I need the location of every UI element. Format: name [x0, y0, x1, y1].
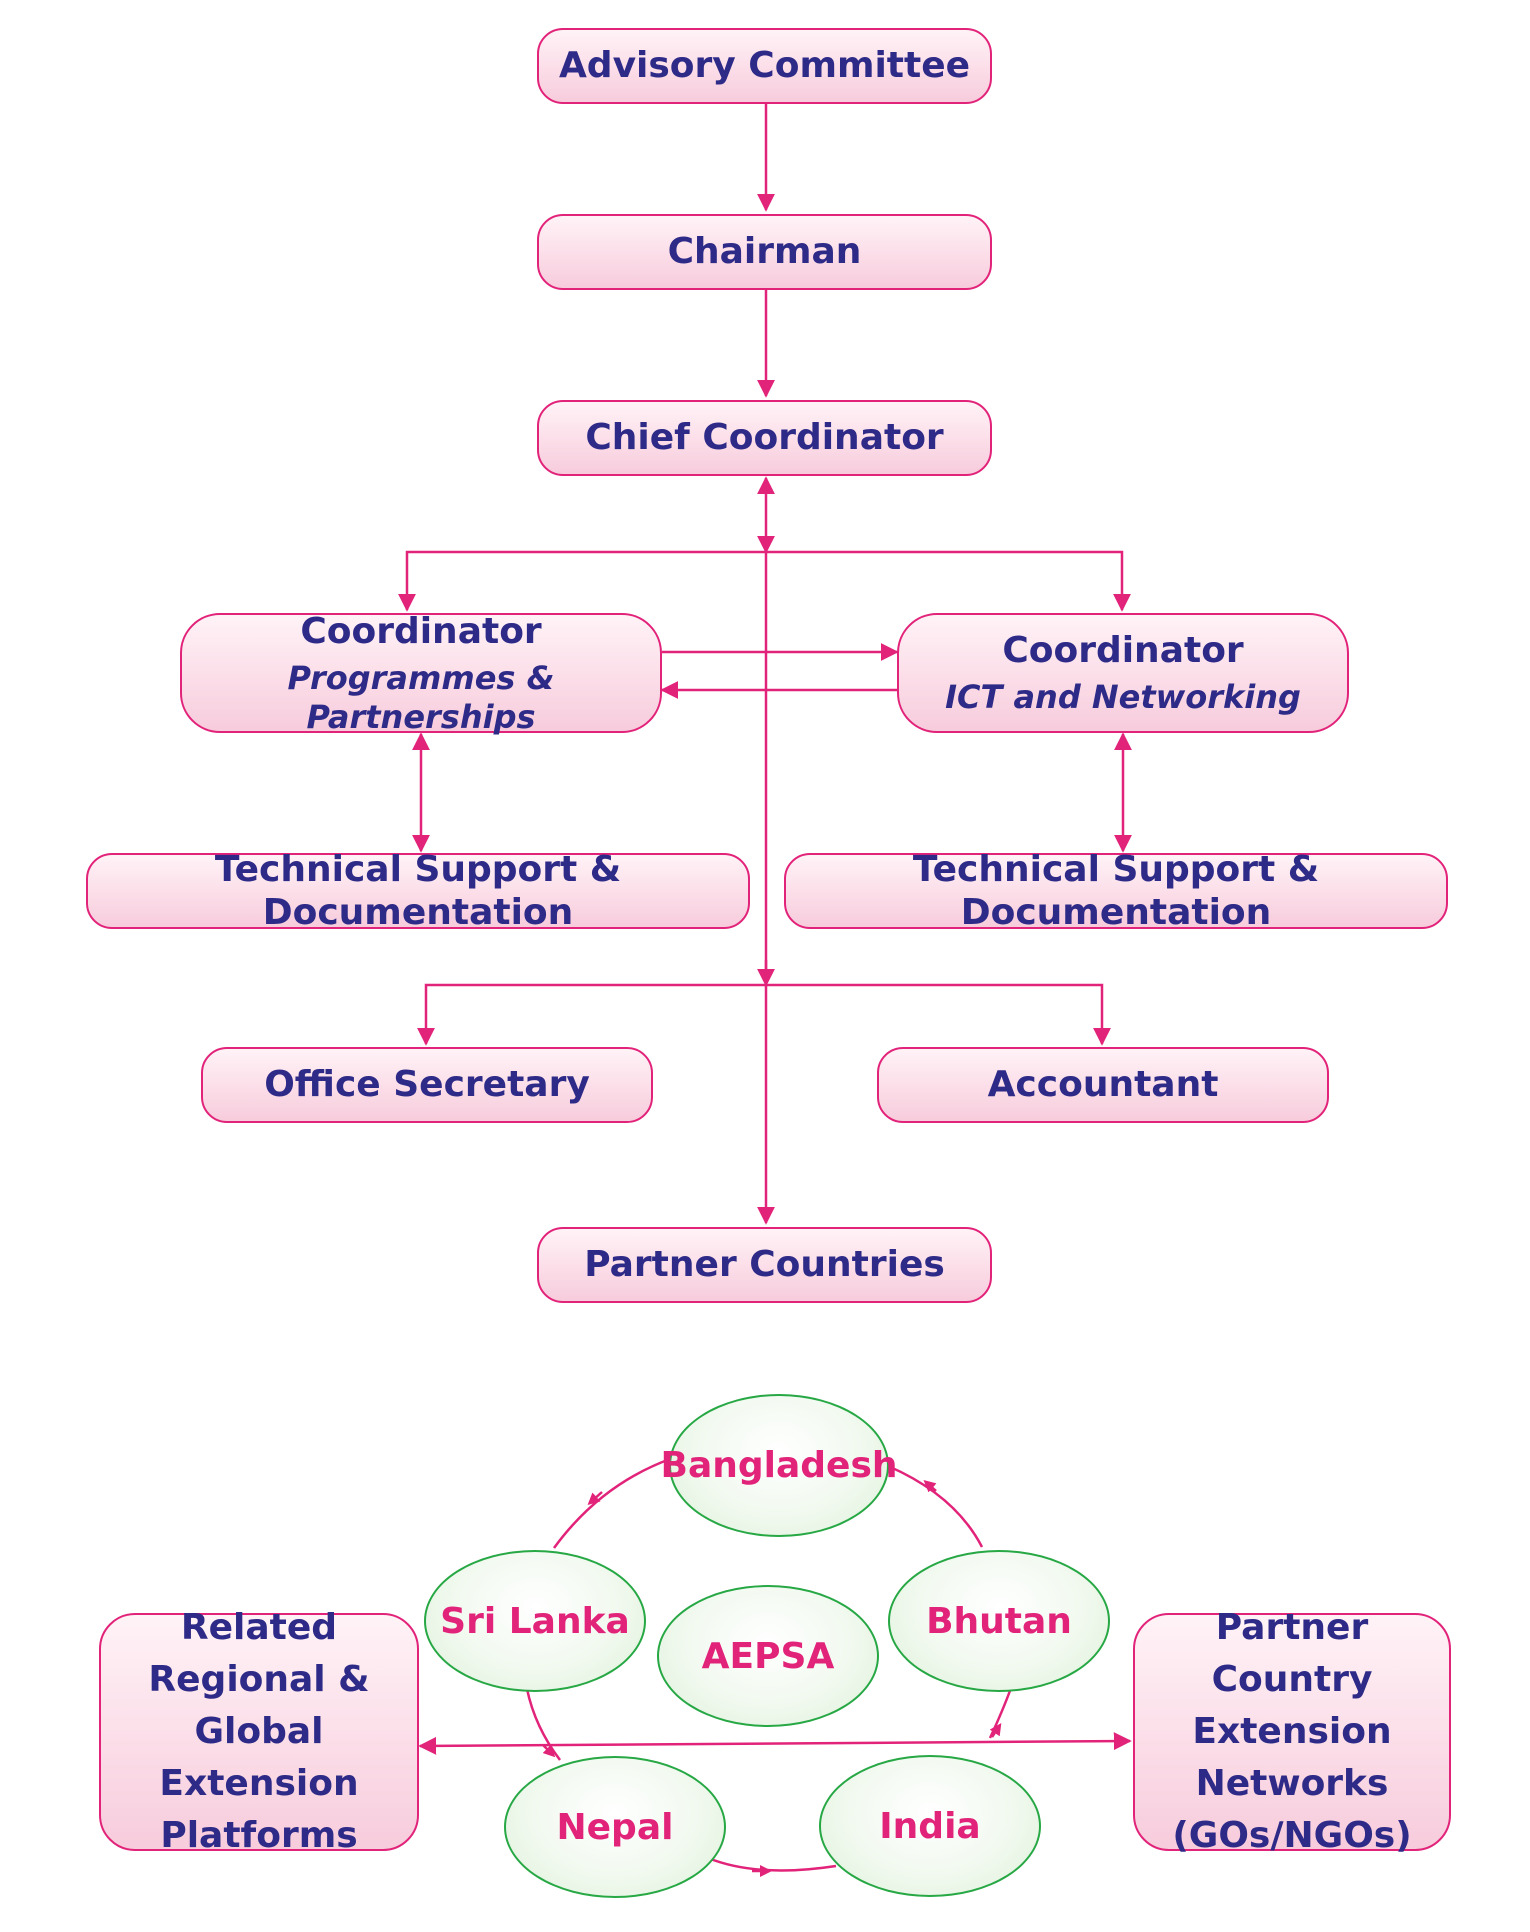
cycle-nepal-india	[707, 1856, 837, 1872]
cycle-arrow-5	[923, 1480, 937, 1493]
oval-sri-lanka: Sri Lanka	[424, 1550, 646, 1692]
cycle-bhutan-bangladesh	[887, 1464, 984, 1548]
coordinator-ict-title: Coordinator	[1002, 630, 1244, 672]
accountant-box: Accountant	[877, 1047, 1329, 1123]
branch-to-coordinator-left	[398, 550, 766, 612]
partner-country-networks-box: Partner Country Extension Networks (GOs/…	[1133, 1607, 1451, 1856]
chairman-label: Chairman	[667, 231, 862, 273]
arrow-left-right-platforms	[418, 1732, 1132, 1755]
oval-bangladesh: Bangladesh	[661, 1394, 898, 1537]
oval-nepal-label: Nepal	[556, 1806, 674, 1848]
cycle-india-bhutan	[988, 1687, 1013, 1739]
partner-countries-box: Partner Countries	[537, 1227, 992, 1303]
oval-india: India	[819, 1755, 1041, 1897]
office-secretary-box: Office Secretary	[201, 1047, 653, 1123]
chief-coordinator-box: Chief Coordinator	[537, 400, 992, 476]
partner-networks-line-4: (GOs/NGOs)	[1172, 1815, 1412, 1857]
regional-platforms-line-4: Platforms	[160, 1815, 358, 1857]
partner-networks-line-3: Networks	[1195, 1763, 1389, 1805]
coordinator-ict-subtitle: ICT and Networking	[945, 678, 1301, 717]
office-secretary-label: Office Secretary	[264, 1064, 590, 1106]
regional-global-platforms-box: Related Regional & Global Extension Plat…	[99, 1607, 419, 1856]
cycle-bangladesh-srilanka	[552, 1457, 671, 1549]
oval-india-label: India	[879, 1805, 981, 1847]
chief-coordinator-label: Chief Coordinator	[585, 417, 944, 459]
coordinator-ict-box: Coordinator ICT and Networking	[897, 613, 1349, 733]
coordinator-programmes-subtitle: Programmes & Partnerships	[287, 659, 555, 736]
advisory-committee-label: Advisory Committee	[558, 45, 971, 87]
technical-support-right-label: Technical Support & Documentation	[912, 848, 1320, 933]
oval-bhutan: Bhutan	[888, 1550, 1110, 1692]
cycle-arrow-1	[587, 1491, 603, 1506]
oval-nepal: Nepal	[504, 1756, 726, 1898]
regional-platforms-line-3: Global Extension	[159, 1710, 359, 1805]
accountant-label: Accountant	[987, 1064, 1219, 1106]
oval-aepsa-label: AEPSA	[701, 1635, 835, 1677]
chairman-box: Chairman	[537, 214, 992, 290]
technical-support-right-box: Technical Support & Documentation	[784, 849, 1448, 933]
partner-countries-label: Partner Countries	[584, 1244, 945, 1286]
oval-sri-lanka-label: Sri Lanka	[440, 1600, 630, 1642]
technical-support-left-box: Technical Support & Documentation	[86, 849, 750, 933]
regional-platforms-line-1: Related	[180, 1606, 338, 1648]
branch-to-coordinator-right	[766, 550, 1131, 612]
coordinator-programmes-box: Coordinator Programmes & Partnerships	[180, 611, 662, 736]
oval-aepsa: AEPSA	[657, 1585, 879, 1727]
branch-to-accountant	[766, 983, 1111, 1046]
oval-bangladesh-label: Bangladesh	[660, 1445, 898, 1486]
partner-networks-line-1: Partner Country	[1211, 1606, 1373, 1700]
partner-networks-line-2: Extension	[1192, 1710, 1392, 1752]
technical-support-left-label: Technical Support & Documentation	[214, 848, 622, 933]
advisory-committee-box: Advisory Committee	[537, 28, 992, 104]
oval-bhutan-label: Bhutan	[926, 1600, 1072, 1642]
regional-platforms-line-2: Regional &	[148, 1658, 370, 1700]
coordinator-programmes-title: Coordinator	[300, 611, 542, 653]
branch-to-office-secretary	[417, 983, 766, 1046]
cycle-srilanka-nepal	[525, 1688, 561, 1761]
